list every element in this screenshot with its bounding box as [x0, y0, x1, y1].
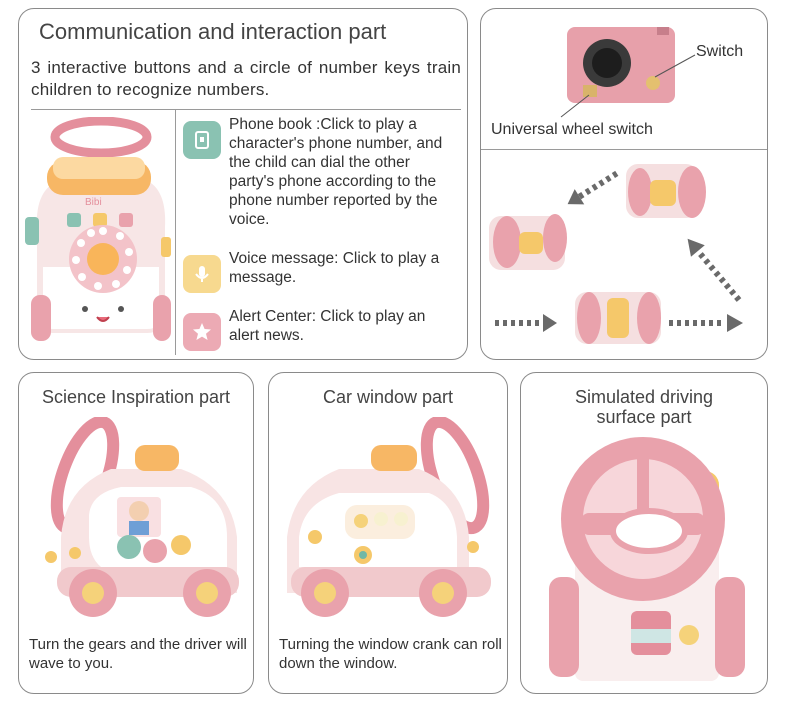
feature-text: Phone book :Click to play a character's … — [229, 116, 443, 228]
feature-voice-message: Voice message: Click to play a message. — [183, 249, 457, 293]
divider — [481, 149, 767, 150]
communication-description: 3 interactive buttons and a circle of nu… — [31, 58, 461, 99]
driving-toy-image — [539, 431, 753, 687]
alert-center-icon — [183, 313, 221, 351]
wheel-switch-label: Universal wheel switch — [491, 121, 653, 138]
car-window-title: Car window part — [322, 387, 454, 407]
telephone-toy-image: Bibi — [23, 117, 171, 355]
science-toy-image — [31, 417, 243, 627]
phone-book-icon — [183, 121, 221, 159]
feature-alert-center: Alert Center: Click to play an alert new… — [183, 307, 457, 351]
wheel-switch-panel: Switch Universal wheel switch — [480, 8, 768, 360]
callout-lines — [560, 54, 696, 118]
feature-text: Alert Center: Click to play an alert new… — [229, 308, 426, 344]
driving-panel: Simulated driving surface part — [520, 372, 768, 694]
car-window-toy-image — [279, 417, 501, 627]
switch-image — [563, 21, 679, 109]
switch-label: Switch — [696, 43, 744, 60]
car-window-caption: Turning the window crank can roll down t… — [279, 636, 502, 672]
divider — [175, 109, 176, 355]
car-window-panel: Car window part Turning the window crank… — [268, 372, 508, 694]
communication-title: Communication and interaction part — [39, 19, 387, 44]
svg-text:Bibi: Bibi — [85, 197, 102, 208]
divider — [31, 109, 461, 110]
rotation-diagram — [481, 150, 767, 359]
science-panel: Science Inspiration part Turn the gears … — [18, 372, 254, 694]
feature-text: Voice message: Click to play a message. — [229, 250, 440, 286]
driving-title: Simulated driving surface part — [574, 387, 714, 427]
voice-message-icon — [183, 255, 221, 293]
science-title: Science Inspiration part — [41, 387, 231, 407]
feature-phone-book: Phone book :Click to play a character's … — [183, 115, 457, 229]
communication-panel: Communication and interaction part 3 int… — [18, 8, 468, 360]
science-caption: Turn the gears and the driver will wave … — [29, 636, 247, 672]
